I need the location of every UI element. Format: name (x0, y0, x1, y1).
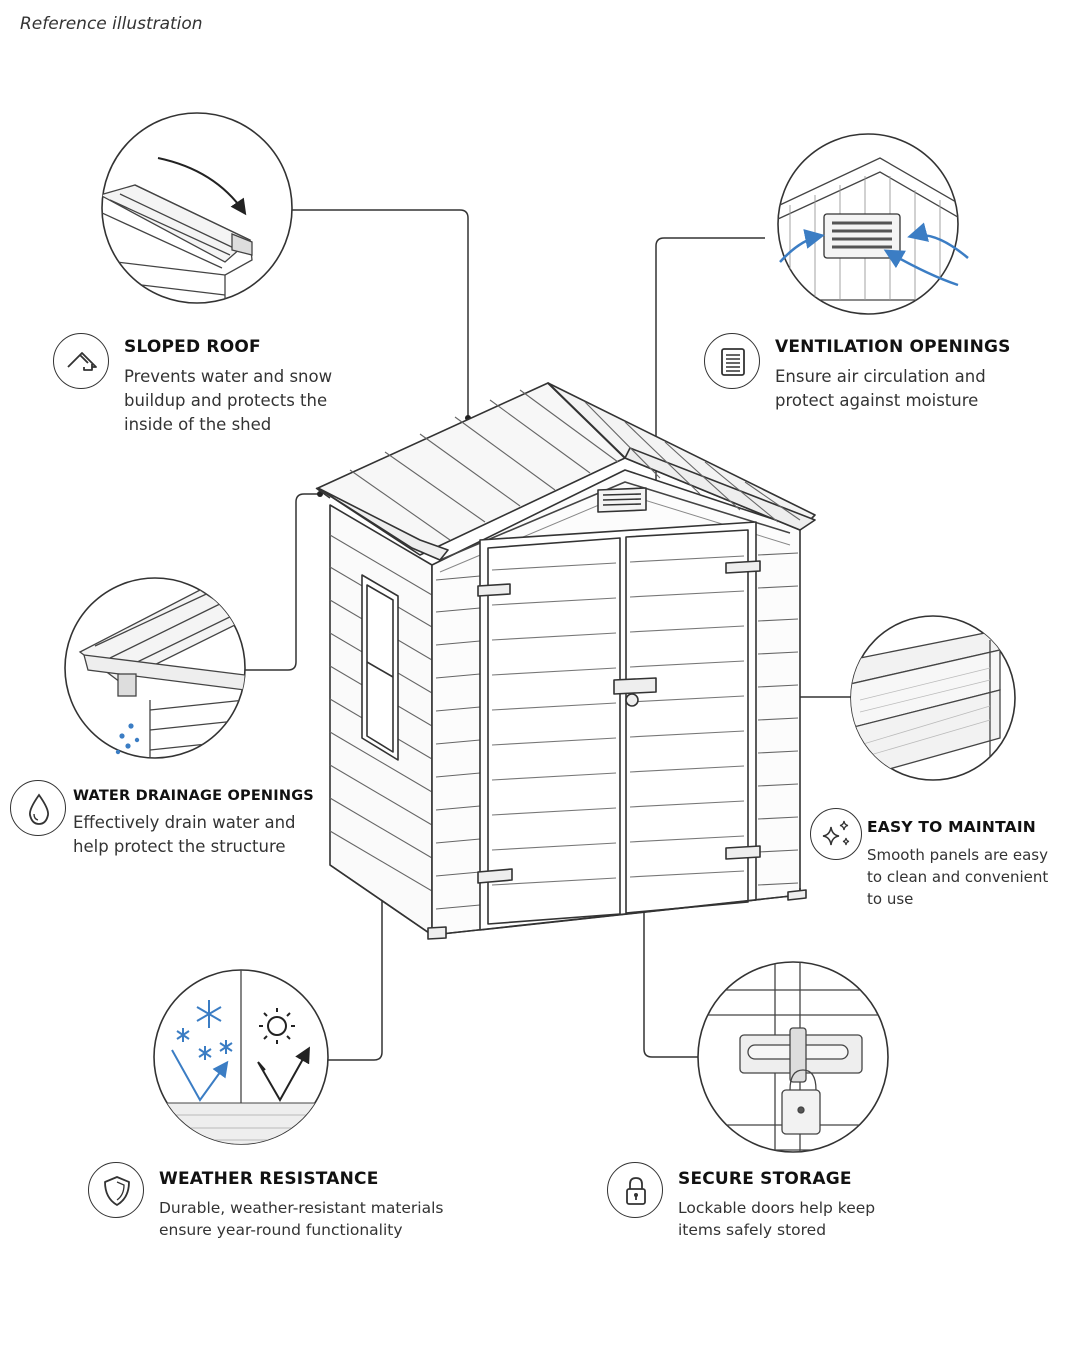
feature-desc: Smooth panels are easy to clean and conv… (867, 846, 1049, 908)
feature-title: VENTILATION OPENINGS (775, 337, 1011, 357)
feature-sloped-roof: SLOPED ROOF Prevents water and snow buil… (53, 333, 373, 443)
padlock-icon (607, 1162, 663, 1218)
feature-secure: SECURE STORAGE Lockable doors help keep … (607, 1160, 907, 1250)
feature-weather: WEATHER RESISTANCE Durable, weather-resi… (88, 1160, 468, 1250)
feature-desc: Effectively drain water and help protect… (73, 813, 296, 856)
vent-grille-icon (704, 333, 760, 389)
feature-title: WATER DRAINAGE OPENINGS (73, 788, 314, 804)
detail-drain-circle (64, 577, 246, 759)
detail-lock-circle (697, 961, 889, 1153)
detail-panel-circle (850, 615, 1016, 781)
feature-desc: Durable, weather-resistant materials ens… (159, 1199, 444, 1239)
shed-drawing (315, 382, 816, 940)
feature-title: EASY TO MAINTAIN (867, 818, 1036, 836)
detail-vent-circle (777, 133, 969, 315)
sparkles-icon (810, 808, 862, 860)
feature-title: WEATHER RESISTANCE (159, 1169, 379, 1189)
roof-icon (53, 333, 109, 389)
shield-icon (88, 1162, 144, 1218)
feature-title: SLOPED ROOF (124, 337, 261, 357)
reference-label: Reference illustration (20, 14, 203, 34)
feature-title: SECURE STORAGE (678, 1169, 852, 1189)
detail-weather-circle (153, 969, 329, 1145)
feature-ventilation: VENTILATION OPENINGS Ensure air circulat… (704, 333, 1034, 423)
detail-roof-circle (101, 112, 293, 304)
feature-maintain: EASY TO MAINTAIN Smooth panels are easy … (810, 808, 1075, 918)
feature-desc: Prevents water and snow buildup and prot… (124, 367, 333, 434)
feature-desc: Ensure air circulation and protect again… (775, 367, 986, 410)
water-drop-icon (10, 780, 66, 836)
feature-drainage: WATER DRAINAGE OPENINGS Effectively drai… (10, 780, 320, 870)
feature-desc: Lockable doors help keep items safely st… (678, 1199, 876, 1239)
